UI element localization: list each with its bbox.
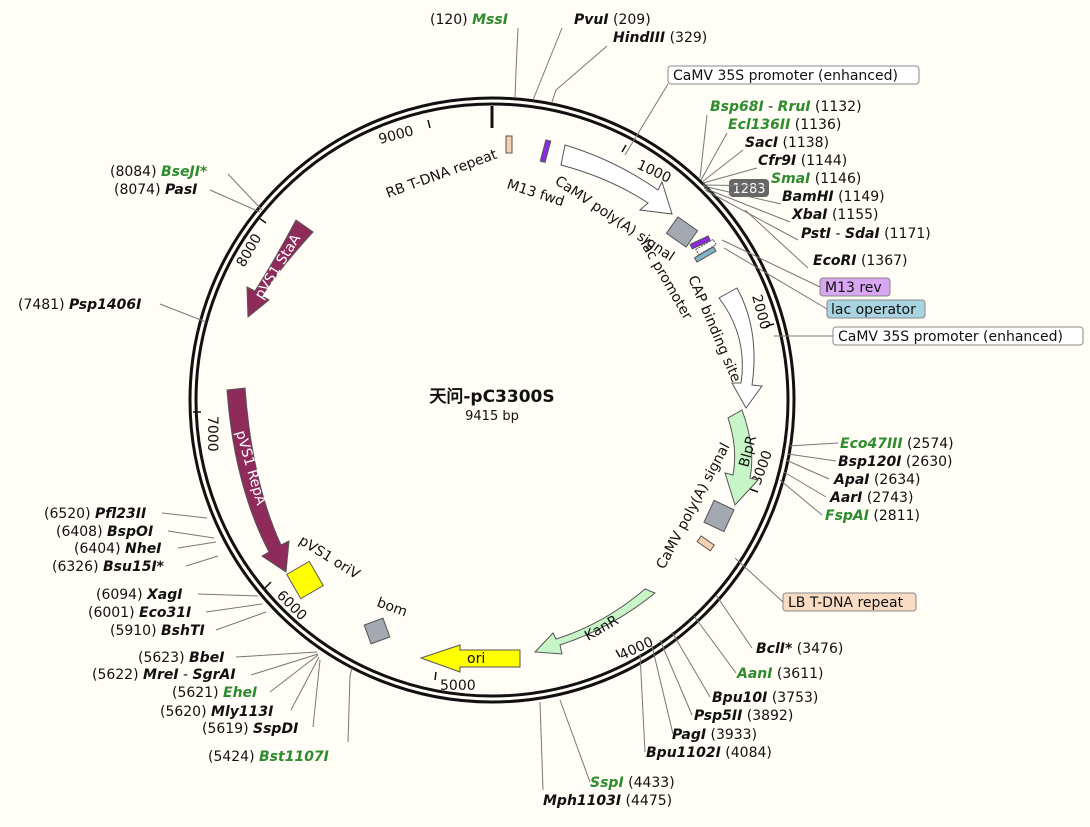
camv-35s-top-box	[667, 65, 920, 85]
enzyme-label: (8074) PasI	[114, 182, 197, 198]
enzyme-label: HindIII (329)	[613, 30, 707, 46]
enzyme-label: (7481) Psp1406I	[18, 297, 141, 313]
enzyme-label: (5910) BshTI	[110, 623, 205, 639]
enzyme-label: AanI (3611)	[736, 666, 823, 682]
m13-fwd-box	[539, 139, 552, 164]
camv-35s-top-label: CaMV 35S promoter (enhanced)	[673, 68, 898, 84]
backbone-inner	[194, 102, 790, 698]
camv-polya-box-1	[665, 216, 699, 248]
m13-rev-label: M13 rev	[825, 280, 882, 296]
enzyme-label: (5619) SspDI	[202, 721, 298, 737]
enzyme-label: Psp5II (3892)	[694, 708, 793, 724]
ori-arrow	[419, 644, 521, 673]
enzyme-label: Eco47III (2574)	[840, 436, 954, 452]
enzyme-label: PagI (3933)	[672, 727, 757, 743]
enzyme-label: Cfr9I (1144)	[758, 153, 847, 169]
lac-promoter-box	[695, 238, 717, 256]
camv-35s-promoter-arrow-1	[560, 144, 673, 215]
m13-rev-box	[689, 235, 711, 250]
tick-marks	[193, 119, 775, 681]
plasmid-size: 9415 bp	[465, 409, 519, 424]
camv-polya-box-2	[703, 499, 735, 533]
badge-1283-label: 1283	[732, 182, 765, 197]
pvs1-staa-arrow	[246, 219, 314, 319]
pvs1-repa-label: pVS1 RepA	[232, 429, 269, 508]
enzyme-label: (8084) BseJI*	[110, 164, 208, 180]
enzyme-label: FspAI (2811)	[825, 508, 920, 524]
enzyme-label: Bsp68I - RruI (1132)	[710, 99, 862, 115]
enzyme-label: SacI (1138)	[745, 135, 829, 151]
enzyme-label: BclI* (3476)	[756, 641, 843, 657]
enzyme-label: (5622) MreI - SgrAI	[92, 667, 236, 683]
rb-tdna-label: RB T-DNA repeat	[384, 147, 500, 202]
kanr-arrow	[533, 588, 656, 655]
plasmid-name: 天问-pC3300S	[429, 386, 554, 407]
bom-box	[363, 617, 391, 645]
enzyme-label: (6404) NheI	[74, 541, 161, 557]
enzyme-label: (6094) XagI	[96, 587, 183, 603]
enzyme-label: (6408) BspOI	[56, 524, 153, 540]
tick-label-9000: 9000	[377, 123, 416, 148]
enzyme-label: PstI - SdaI (1171)	[801, 226, 931, 242]
backbone-outer	[188, 96, 796, 704]
enzyme-label: PvuI (209)	[574, 12, 651, 28]
enzyme-label: XbaI (1155)	[791, 207, 879, 223]
lac-operator-box	[693, 246, 717, 263]
camv-35s-promoter-arrow-2	[718, 287, 763, 409]
ori-label: ori	[467, 651, 485, 667]
enzyme-label: SspI (4433)	[590, 775, 675, 791]
enzyme-label: (6326) Bsu15I*	[52, 559, 165, 575]
camv-35s-right-label: CaMV 35S promoter (enhanced)	[838, 329, 1063, 345]
enzyme-label: Ecl136II (1136)	[728, 117, 841, 133]
leader-lines	[159, 27, 839, 791]
enzyme-label: ApaI (2634)	[833, 472, 921, 488]
enzyme-label: (5424) Bst1107I	[208, 749, 329, 765]
enzyme-label: (6001) Eco31I	[88, 605, 191, 621]
pvs1-repa-arrow	[226, 387, 290, 573]
enzyme-label: (6520) Pfl23II	[44, 506, 146, 522]
enzyme-label: AarI (2743)	[829, 490, 913, 506]
enzyme-label: (5621) EheI	[172, 685, 257, 701]
blpr-arrow	[724, 409, 759, 506]
enzyme-label: SmaI (1146)	[771, 171, 861, 187]
enzyme-label: Bpu1102I (4084)	[646, 745, 772, 761]
kanr-label: KanR	[582, 612, 622, 644]
enzyme-label: (120) MssI	[430, 12, 508, 28]
tick-label-5000: 5000	[440, 678, 476, 694]
bom-label: bom	[375, 595, 410, 621]
enzyme-label: Bpu10I (3753)	[712, 690, 818, 706]
lb-tdna-label: LB T-DNA repeat	[788, 595, 904, 611]
enzyme-label: BamHI (1149)	[782, 189, 885, 205]
tick-label-7000: 7000	[204, 416, 220, 452]
enzyme-label: Mph1103I (4475)	[543, 793, 672, 809]
lb-tdna-box	[696, 535, 715, 552]
enzyme-label: (5623) BbeI	[138, 650, 224, 666]
enzyme-label: (5620) Mly113I	[160, 704, 273, 720]
enzyme-label: Bsp120I (2630)	[838, 454, 952, 470]
lac-operator-label: lac operator	[831, 302, 916, 318]
badge-1283	[729, 179, 769, 197]
enzyme-label: EcoRI (1367)	[813, 253, 908, 269]
rb-tdna-box	[505, 135, 513, 154]
enzyme-labels: (120) MssI PvuI (209) HindIII (329) Bsp6…	[18, 12, 954, 809]
pvs1-oriv-box	[286, 560, 324, 600]
